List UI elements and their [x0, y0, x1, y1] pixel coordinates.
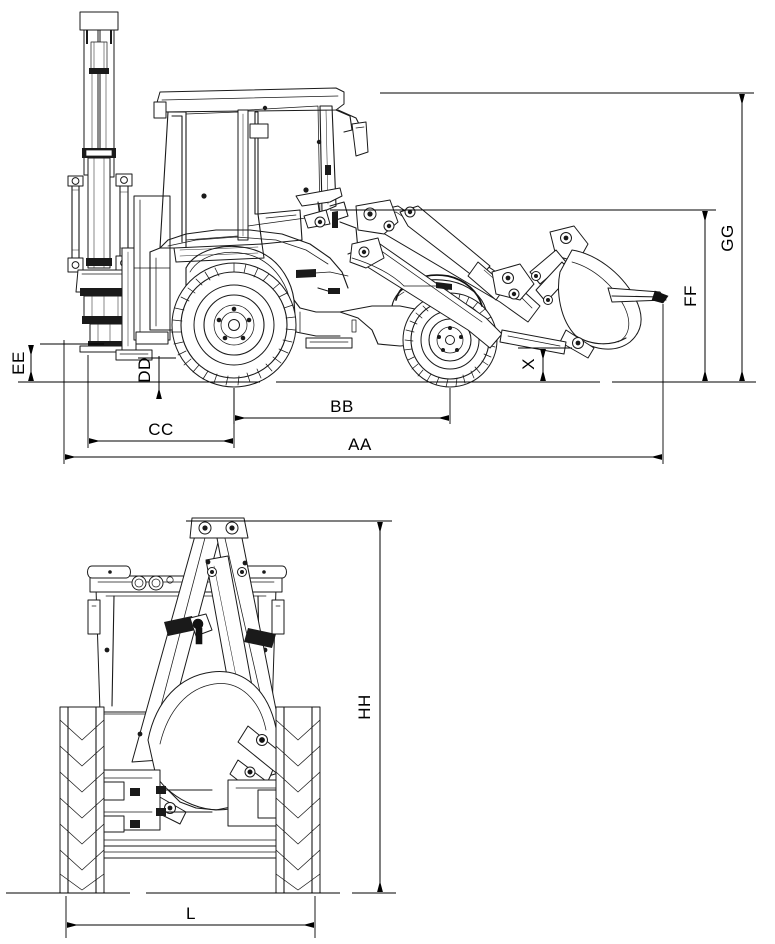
rear-view-machine	[59, 517, 321, 894]
dimension-label-AA: AA	[348, 435, 372, 454]
dimension-label-L: L	[186, 904, 196, 923]
operator-cab	[153, 87, 369, 255]
side-view-dimension-set: EE DD CC BB AA	[9, 92, 756, 464]
dimension-FF: FF	[330, 209, 716, 381]
side-view-machine	[67, 11, 669, 388]
dimension-label-GG: GG	[718, 224, 737, 251]
right-tire-tread	[275, 719, 321, 891]
dimension-CC: CC	[87, 355, 235, 448]
dimension-AA: AA	[63, 304, 664, 464]
front-loader-assembly	[349, 199, 669, 359]
dimension-label-FF: FF	[681, 285, 700, 307]
dimension-label-X: X	[519, 358, 538, 370]
rear-wheel-lug-nuts	[216, 306, 252, 341]
dimension-DD: DD	[135, 356, 176, 399]
dimension-label-BB: BB	[330, 397, 354, 416]
dimension-label-HH: HH	[355, 694, 374, 720]
dimension-L: L	[65, 896, 316, 938]
dimension-BB: BB	[233, 388, 451, 424]
rear-view-wheels	[59, 706, 321, 894]
dimension-GG: GG	[380, 92, 754, 381]
rear-tire-tread	[170, 262, 296, 386]
left-tire-tread	[59, 719, 105, 891]
engine-hood-and-body	[149, 229, 453, 349]
front-wheel-lug-nuts	[437, 326, 463, 352]
rear-view-dimension-set: HH L	[6, 520, 396, 938]
dimension-X: X	[518, 347, 572, 381]
dimension-label-DD: DD	[135, 357, 154, 383]
dimension-label-EE: EE	[9, 351, 28, 375]
dimension-label-CC: CC	[148, 420, 174, 439]
dimension-HH: HH	[186, 520, 392, 892]
rear-wheel	[170, 262, 297, 388]
backhoe-boom-assembly	[67, 11, 153, 361]
rear-frame	[133, 195, 171, 345]
dimension-EE: EE	[9, 343, 104, 381]
hydraulic-hoses	[296, 257, 452, 291]
